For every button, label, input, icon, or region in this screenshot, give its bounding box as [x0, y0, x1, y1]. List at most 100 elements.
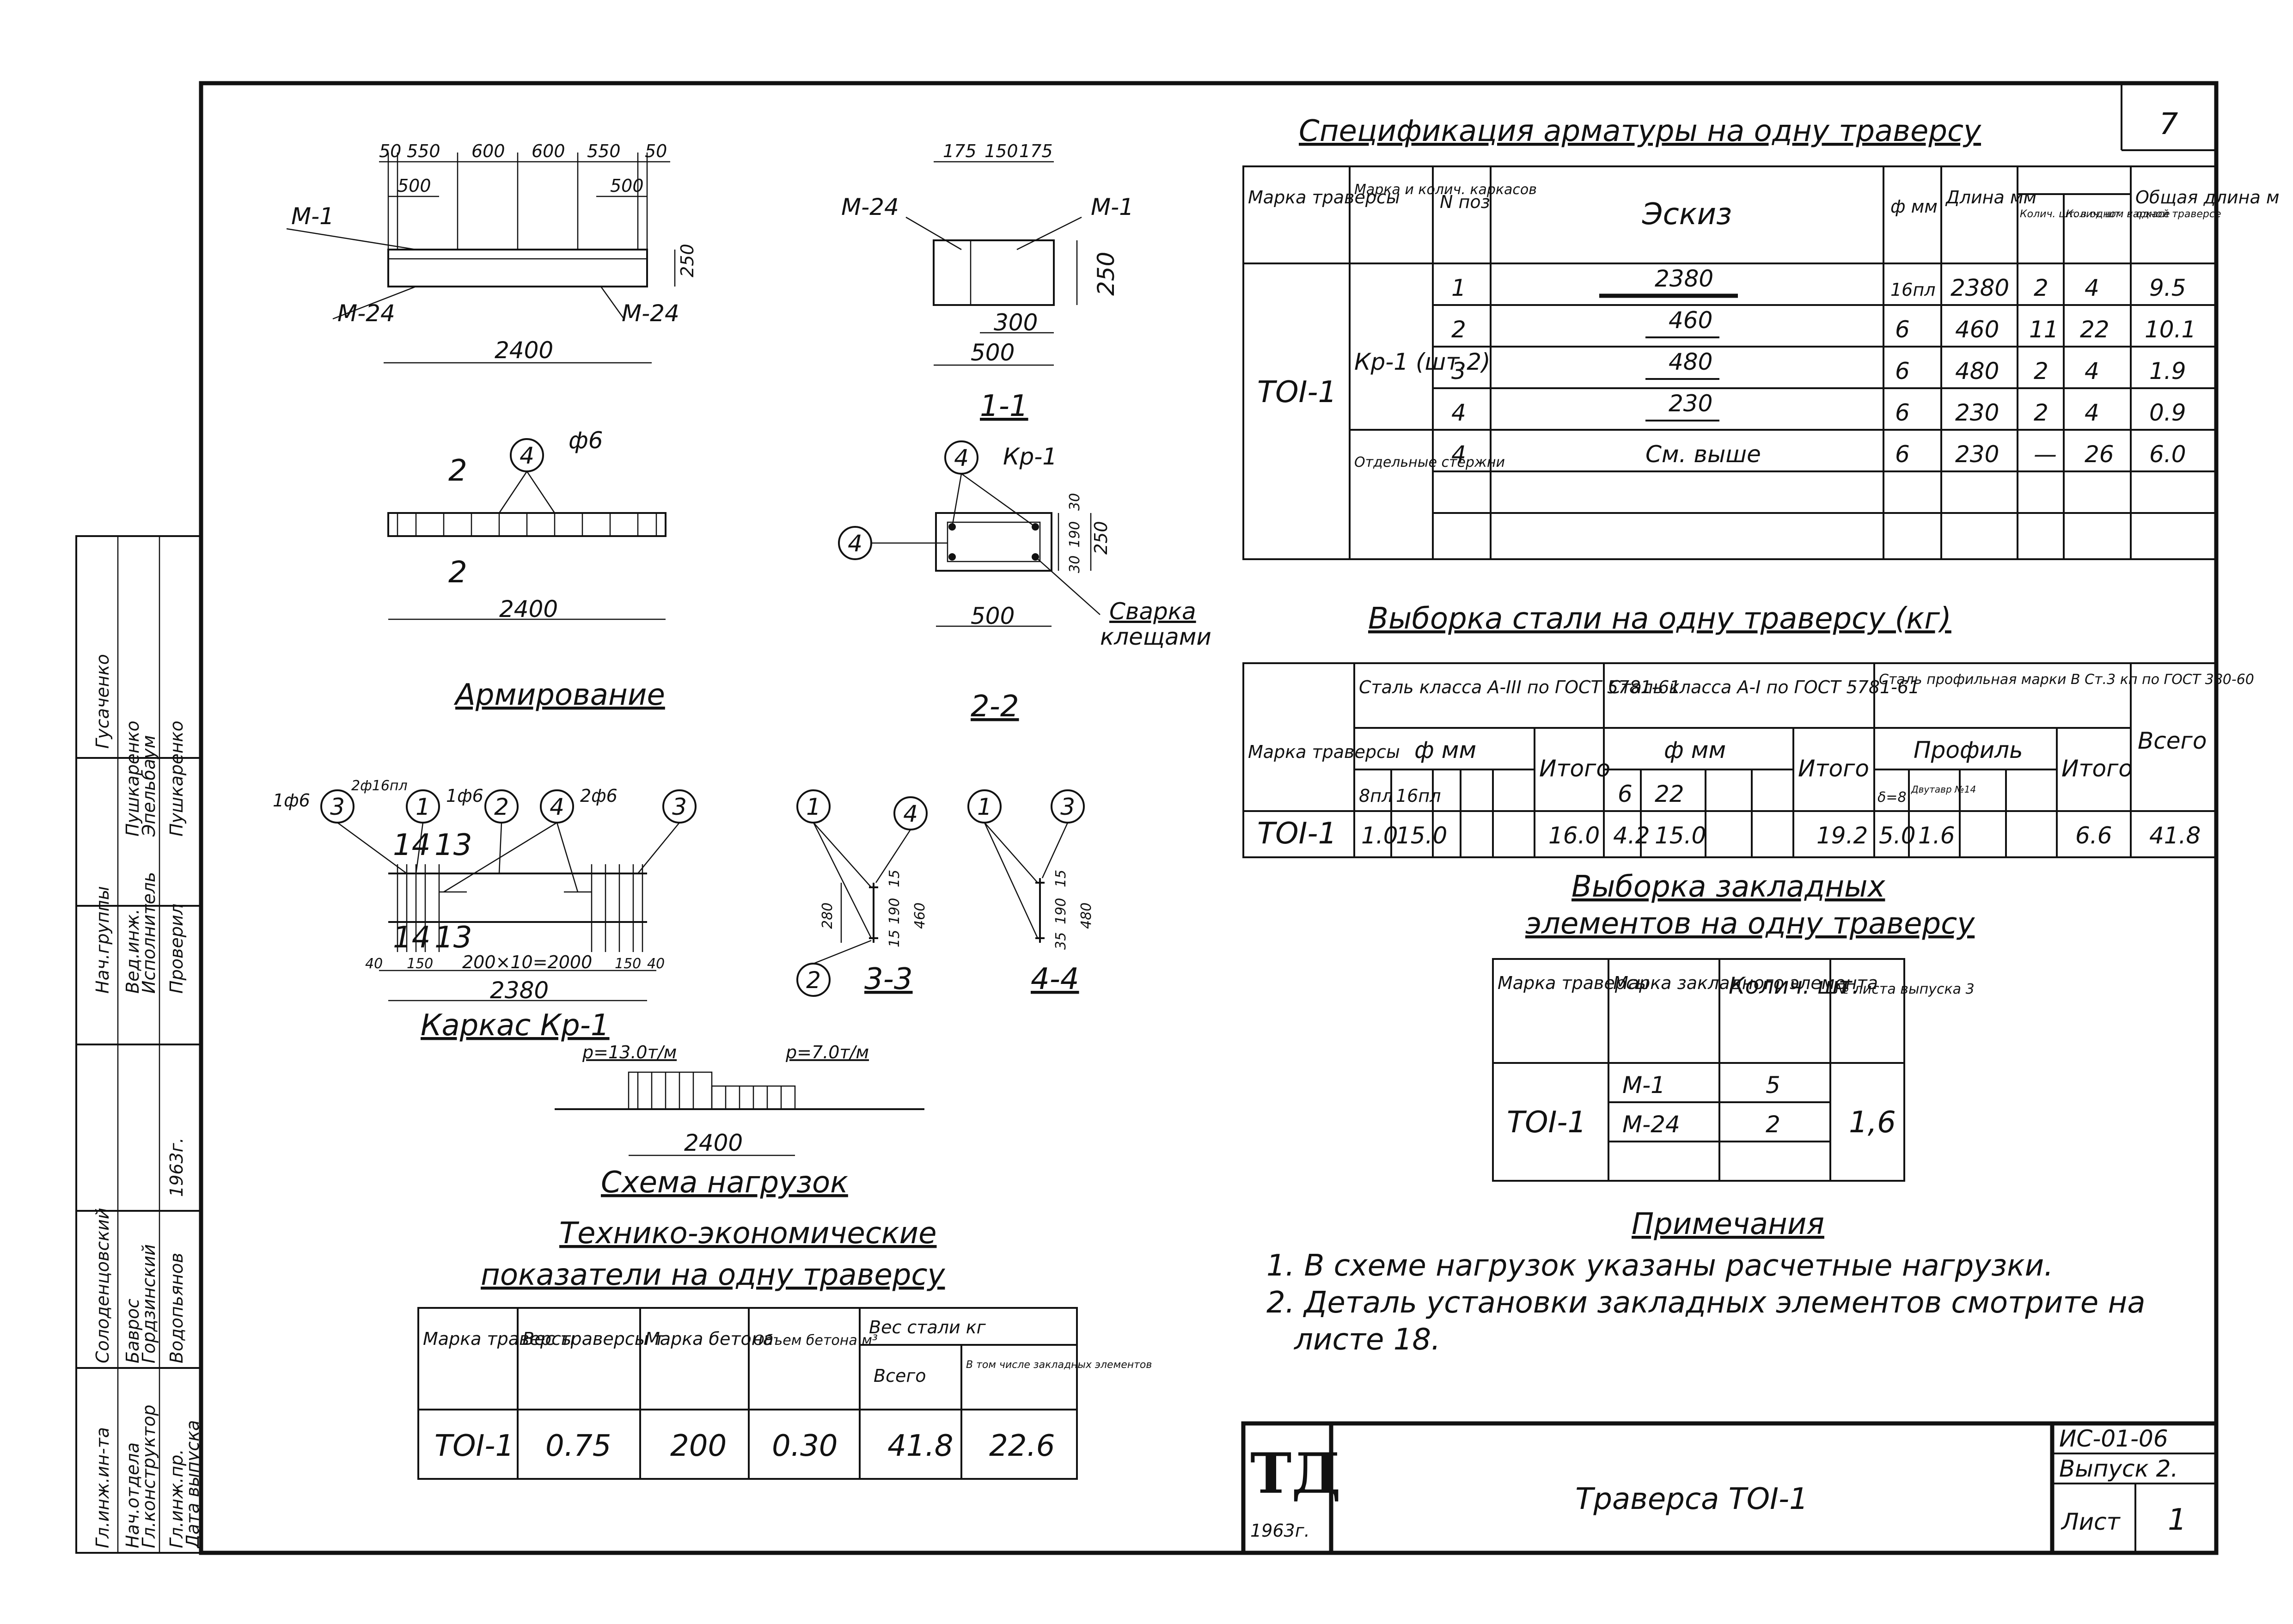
steel-h-profile: Профиль — [1914, 737, 2023, 763]
section-1-1-label: 1-1 — [980, 389, 1028, 423]
embed-mark: ТОI-1 — [1507, 1105, 1586, 1140]
spec-r3-len: 480 — [1955, 358, 1999, 385]
spec-r1-sketch: 2380 — [1655, 265, 1713, 292]
sec22-dim-2: 190 — [1067, 521, 1083, 548]
steel-sub-prof-1: δ=8 — [1877, 789, 1907, 806]
plan-beam — [387, 249, 648, 287]
sec22-dim-1: 30 — [1067, 493, 1083, 511]
reinf-total: 2400 — [499, 596, 558, 623]
plan-dim-6: 50 — [645, 141, 667, 161]
sec-width: 500 — [971, 339, 1015, 366]
stamp-role-1: Гл.инж.ин-та — [92, 1427, 113, 1548]
steel-h-a1: Сталь класса А-I по ГОСТ 5781-61 — [1608, 677, 1920, 697]
tech-row-steel: 41.8 — [887, 1429, 954, 1463]
spec-r5-sketch: См. выше — [1645, 441, 1761, 468]
sec22-weld-2: клещами — [1100, 623, 1211, 650]
cage-dim-4: 150 — [615, 956, 641, 972]
spec-h-sketch: Эскиз — [1642, 197, 1732, 232]
sec22-width: 500 — [971, 603, 1015, 629]
spec-h-len: Длина мм — [1945, 187, 2036, 208]
spec-r5-total: 6.0 — [2149, 441, 2186, 468]
embed-r1-n: 5 — [1766, 1072, 1780, 1099]
cage-bubble-3-right: 3 — [672, 794, 687, 820]
spec-r4-n1: 2 — [2034, 399, 2048, 426]
steel-h-total: Всего — [2138, 727, 2207, 754]
sec33-bubble-1: 1 — [806, 794, 821, 820]
logo-text: ТД — [1250, 1441, 1341, 1506]
steel-h-itogo-a1: Итого — [1798, 755, 1869, 782]
spec-r5-d: 6 — [1895, 441, 1910, 468]
spec-separate: Отдельные стержни — [1354, 454, 1505, 470]
stamp-role-2: Нач.отдела — [122, 1442, 143, 1548]
steel-row-mark: ТОI-1 — [1257, 817, 1337, 851]
plan-dim-2: 550 — [407, 141, 440, 161]
load-p2: p=7.0т/м — [785, 1042, 869, 1062]
spec-h-total: Общая длина м — [2135, 187, 2280, 208]
spec-r3-total: 1.9 — [2149, 358, 2186, 385]
load-scheme: p=13.0т/м p=7.0т/м 2400 Схема нагрузок — [555, 1042, 924, 1200]
spec-r4-len: 230 — [1955, 399, 1999, 426]
cage-cut-13-top: 13 — [434, 828, 472, 862]
sec33-bubble-4: 4 — [903, 800, 918, 827]
cage-title: Каркас Кр-1 — [421, 1008, 610, 1043]
spec-frame: Кр-1 (шт.2) — [1354, 348, 1491, 375]
cage-kr1: 1ф6 3 2ф16пл 1 1ф6 2 4 2ф6 3 14 13 14 13… — [273, 778, 697, 1043]
section-2-2: 4 Кр-1 4 30 190 30 250 500 Сварка клещам… — [838, 440, 1211, 724]
sec44-dim-35: 35 — [1053, 932, 1069, 950]
spec-r4-d: 6 — [1895, 399, 1910, 426]
steel-row-total: 41.8 — [2149, 822, 2201, 849]
embed-h-count: Колич. шт. — [1729, 972, 1859, 999]
spec-r2-pos: 2 — [1451, 316, 1466, 343]
sec-height: 250 — [1093, 252, 1119, 296]
reinf-bar-label: ф6 — [569, 427, 603, 454]
sec-mark-m1: М-1 — [1091, 194, 1134, 220]
stamp-role2-2: Вед.инж. — [122, 909, 143, 994]
sec44-dim-15: 15 — [1053, 870, 1069, 887]
reinf-pos-bubble: 4 — [520, 442, 534, 469]
sec-mark-m24: М-24 — [841, 194, 899, 220]
load-p1: p=13.0т/м — [582, 1042, 677, 1062]
plan-mark-m1: М-1 — [291, 203, 334, 230]
reinf-cut-bottom: 2 — [448, 556, 467, 590]
steel-h-itogo-prof: Итого — [2061, 755, 2133, 782]
tech-h-steel: Вес стали кг — [869, 1317, 986, 1337]
sec22-pos-bubble-top: 4 — [954, 445, 969, 471]
reinf-title: Армирование — [453, 678, 665, 712]
section-4-4: 1 3 15 190 35 480 4-4 — [967, 789, 1095, 996]
plan-height: 250 — [677, 244, 697, 277]
sec44-dim-190: 190 — [1053, 898, 1069, 924]
page-number: 7 — [2159, 107, 2178, 141]
reinf-cut-top: 2 — [448, 454, 467, 488]
sec44-bubble-3: 3 — [1060, 794, 1075, 820]
cage-lbl-2f6: 2ф6 — [580, 786, 618, 806]
spec-r3-n2: 4 — [2085, 358, 2099, 385]
cage-bubble-3-left: 3 — [330, 794, 345, 820]
steel-h-mark: Марка траверсы — [1248, 742, 1400, 762]
cage-total: 2380 — [490, 977, 549, 1004]
sec33-dim-190: 190 — [887, 898, 903, 924]
embed-h-sheet: № листа выпуска 3 — [1834, 981, 1975, 997]
stamp-name-2: Баврос — [122, 1299, 143, 1363]
sec-dim-3: 175 — [1019, 141, 1053, 161]
spec-h-mark: Марка траверсы — [1248, 187, 1400, 208]
spec-r5-n1: — — [2034, 441, 2057, 468]
tech-row-grade: 200 — [670, 1429, 727, 1463]
sec22-weld-1: Сварка — [1109, 598, 1196, 625]
sec22-height: 250 — [1091, 521, 1111, 555]
spec-r2-total: 10.1 — [2145, 316, 2196, 343]
stamp-name2-2: Пушкаренко — [122, 720, 143, 836]
sec-dim-1: 175 — [943, 141, 977, 161]
spec-r4-total: 0.9 — [2149, 399, 2186, 426]
plan-mark-m24-right: М-24 — [622, 300, 679, 327]
cage-dim-2: 150 — [407, 956, 433, 972]
spec-r3-sketch: 480 — [1669, 348, 1712, 375]
section-2-2-label: 2-2 — [971, 690, 1019, 724]
spec-r2-d: 6 — [1895, 316, 1910, 343]
sec22-kr-label: Кр-1 — [1003, 443, 1057, 470]
spec-r2-sketch: 460 — [1669, 307, 1712, 334]
cage-dim-3: 200×10=2000 — [462, 952, 592, 972]
spec-r4-pos: 4 — [1451, 399, 1466, 426]
steel-h-a3: Сталь класса А-III по ГОСТ 5781-61 — [1359, 677, 1681, 697]
